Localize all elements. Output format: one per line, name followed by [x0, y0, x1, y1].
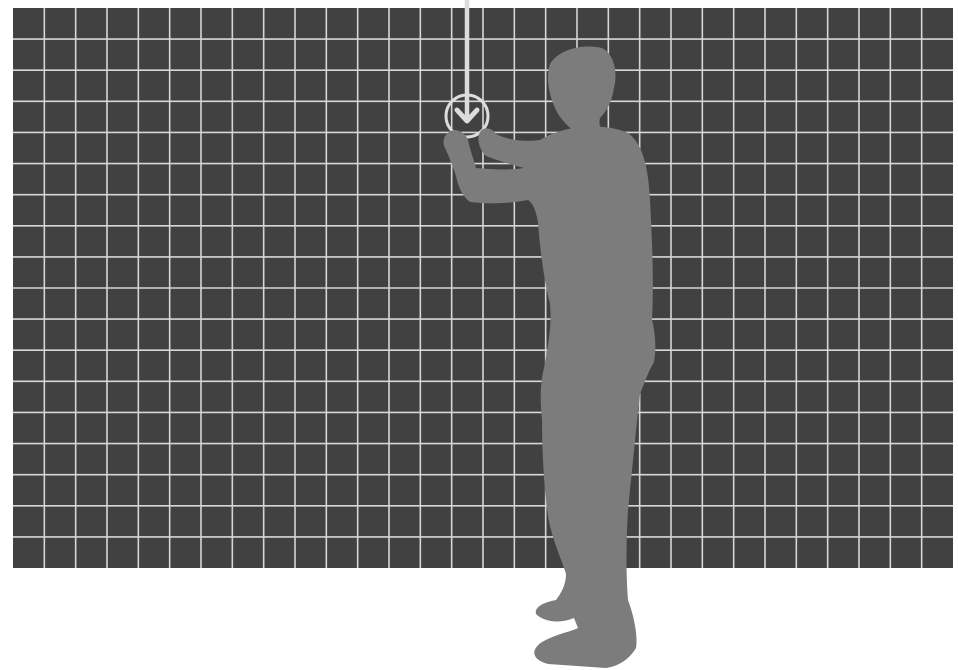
illustration-canvas: [0, 0, 958, 670]
interactive-wall-scene: [0, 0, 958, 670]
